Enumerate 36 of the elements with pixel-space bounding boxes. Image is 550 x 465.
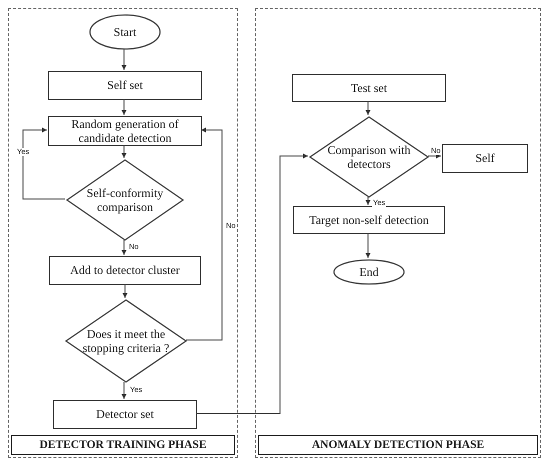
node-text: Self <box>475 151 495 166</box>
process-box <box>442 144 528 173</box>
phase-heading: DETECTOR TRAINING PHASE <box>11 435 235 455</box>
node-text: Detector set <box>96 407 154 422</box>
process-box <box>48 116 202 146</box>
process-box <box>53 400 197 429</box>
arrow <box>122 240 126 256</box>
arrow <box>196 154 308 414</box>
phase-panel <box>255 8 541 458</box>
arrow <box>122 48 126 70</box>
node-text: Add to detector cluster <box>70 263 180 278</box>
arrow <box>122 144 126 158</box>
process-box <box>293 206 445 234</box>
arrow <box>186 128 222 340</box>
arrow <box>122 98 126 116</box>
arrow <box>366 232 370 258</box>
arrow <box>122 382 126 400</box>
node-text: Target non-self detection <box>309 212 429 228</box>
node-text: Random generation of candidate detection <box>70 116 180 146</box>
phase-panel <box>8 8 238 458</box>
node-text: Self-conformity comparison <box>86 186 164 214</box>
node-text: Does it meet the stopping criteria ? <box>82 326 170 356</box>
process-box <box>48 71 202 100</box>
node-text: Self set <box>107 78 143 93</box>
node-text: Comparison with detectors <box>326 142 412 172</box>
process-box <box>292 74 446 102</box>
node-text: Test set <box>350 80 388 96</box>
arrow <box>428 154 442 158</box>
arrow <box>366 100 370 116</box>
arrow <box>22 128 66 200</box>
arrow <box>366 196 370 206</box>
process-box <box>49 256 201 285</box>
phase-heading: ANOMALY DETECTION PHASE <box>258 435 538 455</box>
node-text: End <box>359 264 379 280</box>
arrow <box>122 284 128 298</box>
node-text: Start <box>114 24 136 40</box>
